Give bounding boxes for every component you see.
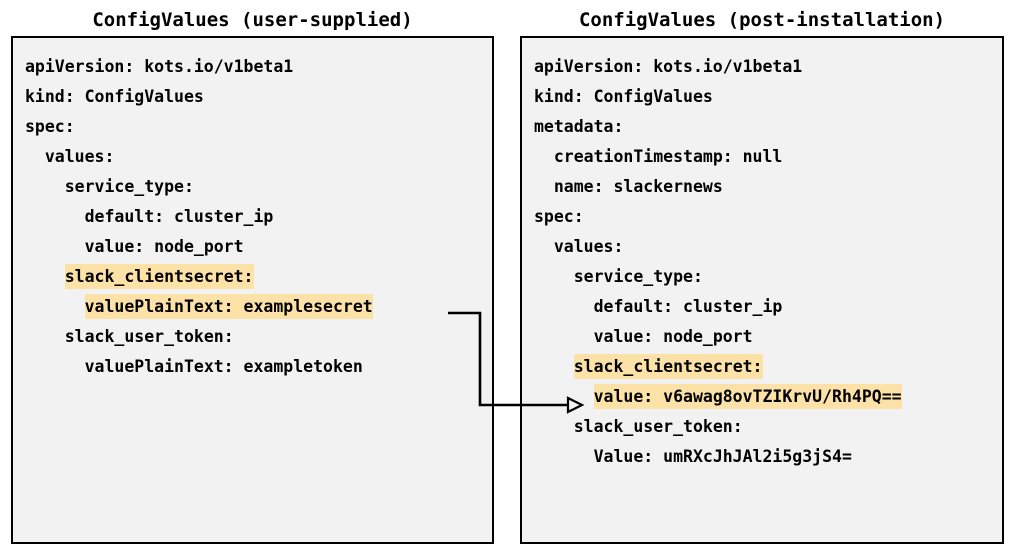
code-line: name: slackernews	[522, 172, 902, 202]
code-line: values:	[522, 232, 902, 262]
right-config-code: apiVersion: kots.io/v1beta1 kind: ConfigV…	[522, 38, 902, 472]
code-indent	[534, 174, 554, 199]
code-indent	[25, 174, 65, 199]
code-line: slack_user_token:	[522, 412, 902, 442]
code-line: Value: umRXcJhJAl2i5g3jS4=	[522, 442, 902, 472]
code-text: slack_user_token:	[573, 417, 743, 436]
code-line: valuePlainText: exampletoken	[13, 352, 373, 382]
code-indent	[534, 294, 594, 319]
code-indent	[534, 444, 594, 469]
code-line: value: node_port	[13, 232, 373, 262]
code-text: service_type:	[573, 267, 703, 286]
code-text: apiVersion: kots.io/v1beta1	[534, 57, 803, 76]
code-line: service_type:	[522, 262, 902, 292]
code-line: creationTimestamp: null	[522, 142, 902, 172]
code-indent	[25, 324, 65, 349]
code-text: value: node_port	[593, 327, 753, 346]
code-text-highlighted: slack_clientsecret:	[573, 354, 763, 379]
right-config-panel: apiVersion: kots.io/v1beta1 kind: ConfigV…	[520, 36, 1004, 544]
code-text: name: slackernews	[553, 177, 723, 196]
code-line: slack_user_token:	[13, 322, 373, 352]
code-indent	[534, 414, 574, 439]
code-line: value: node_port	[522, 322, 902, 352]
code-indent	[25, 294, 85, 319]
code-text: service_type:	[64, 177, 194, 196]
code-indent	[534, 264, 574, 289]
code-line: valuePlainText: examplesecret	[13, 292, 373, 322]
code-indent	[534, 144, 554, 169]
code-line: spec:	[522, 202, 902, 232]
code-indent	[25, 204, 85, 229]
code-indent	[25, 234, 85, 259]
code-text: default: cluster_ip	[84, 207, 274, 226]
code-text: spec:	[25, 117, 75, 136]
code-text: Value: umRXcJhJAl2i5g3jS4=	[593, 447, 852, 466]
code-text-highlighted: valuePlainText: examplesecret	[84, 294, 373, 319]
code-text: value: node_port	[84, 237, 244, 256]
code-indent	[534, 384, 594, 409]
code-indent	[25, 354, 85, 379]
code-text: kind: ConfigValues	[25, 87, 204, 106]
code-line: kind: ConfigValues	[13, 82, 373, 112]
code-text: kind: ConfigValues	[534, 87, 713, 106]
code-indent	[534, 234, 554, 259]
code-text: spec:	[534, 207, 584, 226]
code-line: metadata:	[522, 112, 902, 142]
code-text: apiVersion: kots.io/v1beta1	[25, 57, 294, 76]
code-text-highlighted: value: v6awag8ovTZIKrvU/Rh4PQ==	[593, 384, 902, 409]
code-line: kind: ConfigValues	[522, 82, 902, 112]
code-line: slack_clientsecret:	[13, 262, 373, 292]
code-line: apiVersion: kots.io/v1beta1	[522, 52, 902, 82]
code-text: default: cluster_ip	[593, 297, 783, 316]
code-line: service_type:	[13, 172, 373, 202]
left-panel-title: ConfigValues (user-supplied)	[92, 9, 413, 31]
code-text: creationTimestamp: null	[553, 147, 783, 166]
code-indent	[25, 144, 45, 169]
code-line: slack_clientsecret:	[522, 352, 902, 382]
code-line: default: cluster_ip	[522, 292, 902, 322]
left-config-panel: apiVersion: kots.io/v1beta1 kind: ConfigV…	[11, 36, 494, 544]
code-text: values:	[553, 237, 624, 256]
code-line: default: cluster_ip	[13, 202, 373, 232]
code-line: spec:	[13, 112, 373, 142]
left-config-code: apiVersion: kots.io/v1beta1 kind: ConfigV…	[13, 38, 373, 382]
code-text: slack_user_token:	[64, 327, 234, 346]
code-line: apiVersion: kots.io/v1beta1	[13, 52, 373, 82]
code-indent	[534, 354, 574, 379]
code-text: values:	[44, 147, 115, 166]
code-line: values:	[13, 142, 373, 172]
code-text-highlighted: slack_clientsecret:	[64, 264, 254, 289]
code-text: metadata:	[534, 117, 624, 136]
code-text: valuePlainText: exampletoken	[84, 357, 363, 376]
code-line: value: v6awag8ovTZIKrvU/Rh4PQ==	[522, 382, 902, 412]
right-panel-title: ConfigValues (post-installation)	[578, 9, 946, 31]
code-indent	[534, 324, 594, 349]
code-indent	[25, 264, 65, 289]
